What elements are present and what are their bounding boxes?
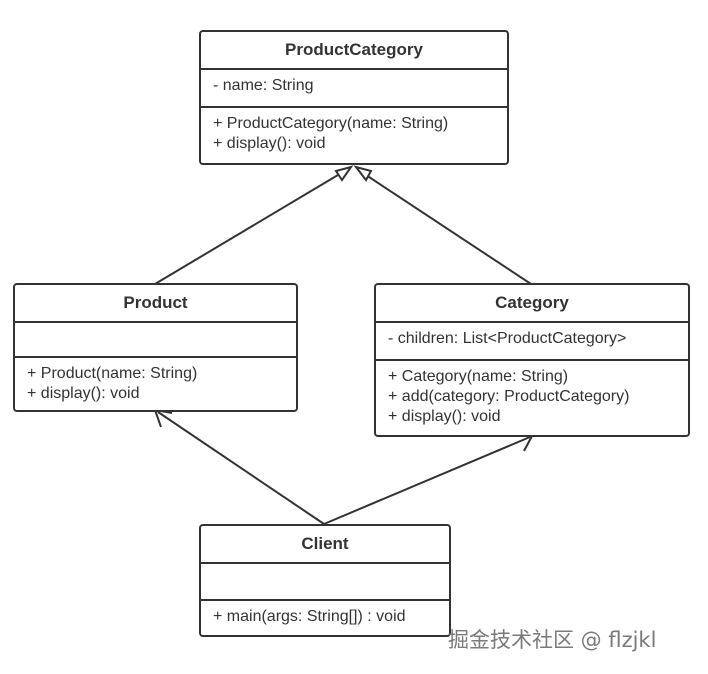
attribute: - children: List<ProductCategory>: [388, 330, 627, 347]
methods-section: + main(args: String[]) : void: [201, 601, 449, 633]
methods-section: + Product(name: String) + display(): voi…: [15, 358, 296, 410]
methods-section: + ProductCategory(name: String) + displa…: [201, 108, 507, 160]
association-arrowhead-product: [153, 408, 173, 428]
attributes-section: [201, 564, 449, 601]
methods-section: + Category(name: String) + add(category:…: [376, 361, 688, 433]
class-name: Product: [15, 285, 296, 323]
method: + add(category: ProductCategory): [388, 388, 630, 405]
attributes-section: - name: String: [201, 70, 507, 108]
watermark-text: 掘金技术社区 @ flzjkl: [448, 628, 657, 652]
inheritance-line-product: [154, 171, 344, 285]
method: + ProductCategory(name: String): [213, 115, 449, 132]
association-line-product: [157, 411, 325, 525]
class-box-client[interactable]: Client + main(args: String[]) : void: [199, 524, 451, 637]
method: + display(): void: [213, 135, 326, 152]
class-box-category[interactable]: Category - children: List<ProductCategor…: [374, 283, 690, 437]
attribute: - name: String: [213, 77, 314, 94]
inheritance-line-category: [362, 172, 532, 285]
class-box-productcategory[interactable]: ProductCategory - name: String + Product…: [199, 30, 509, 165]
class-name: ProductCategory: [201, 32, 507, 70]
association-line-category: [323, 436, 531, 525]
method: + display(): void: [388, 408, 501, 425]
inheritance-arrowhead-product: [334, 165, 354, 182]
class-name: Client: [201, 526, 449, 564]
class-name: Category: [376, 285, 688, 323]
method: + Category(name: String): [388, 368, 569, 385]
attributes-section: [15, 323, 296, 358]
attributes-section: - children: List<ProductCategory>: [376, 323, 688, 361]
method: + main(args: String[]) : void: [213, 608, 406, 625]
method: + display(): void: [27, 385, 140, 402]
inheritance-arrowhead-category: [353, 165, 373, 182]
class-box-product[interactable]: Product + Product(name: String) + displa…: [13, 283, 298, 412]
method: + Product(name: String): [27, 365, 198, 382]
